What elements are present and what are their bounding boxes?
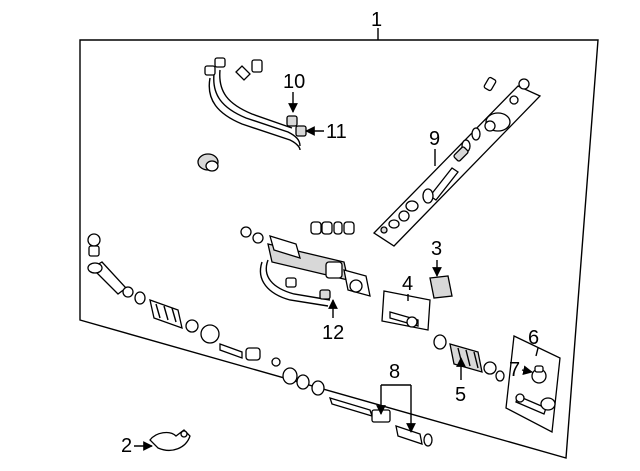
- callout-1-label: 1: [371, 9, 382, 31]
- callout-10-label: 10: [283, 71, 305, 93]
- grommet: [197, 153, 219, 172]
- callout-9-label: 9: [429, 128, 440, 150]
- right-boot-parts: [433, 334, 505, 382]
- repair-kit-parts: [380, 76, 530, 234]
- inner-socket-panel: [381, 290, 431, 331]
- callout-5-label: 5: [455, 384, 466, 406]
- callout-7-label: 7: [509, 359, 520, 381]
- callout-8-label: 8: [389, 361, 400, 383]
- callout-12-label: 12: [322, 322, 344, 344]
- callout-7-leader: [521, 365, 533, 376]
- pressure-tube-assembly: [204, 57, 307, 151]
- callout-6-leader: [535, 347, 539, 357]
- mount-bushing: [429, 275, 453, 299]
- clamp: [149, 429, 191, 451]
- callout-6-label: 6: [528, 327, 539, 349]
- inner-tie-rods: [328, 397, 433, 447]
- assembly-frame: [79, 39, 599, 459]
- outer-tie-rod: [515, 365, 556, 415]
- inner-socket: [389, 311, 419, 328]
- callout-4-label: 4: [402, 273, 413, 295]
- outer-tie-rod-panel: [505, 335, 561, 434]
- repair-kit-panel: [372, 85, 542, 247]
- callout-2-label: 2: [121, 435, 132, 457]
- steering-gear-housing: [240, 226, 371, 307]
- callout-11-label: 11: [326, 121, 347, 143]
- left-tie-rod-parts: [87, 233, 325, 396]
- callout-3-label: 3: [431, 238, 442, 260]
- seal-set: [310, 221, 355, 235]
